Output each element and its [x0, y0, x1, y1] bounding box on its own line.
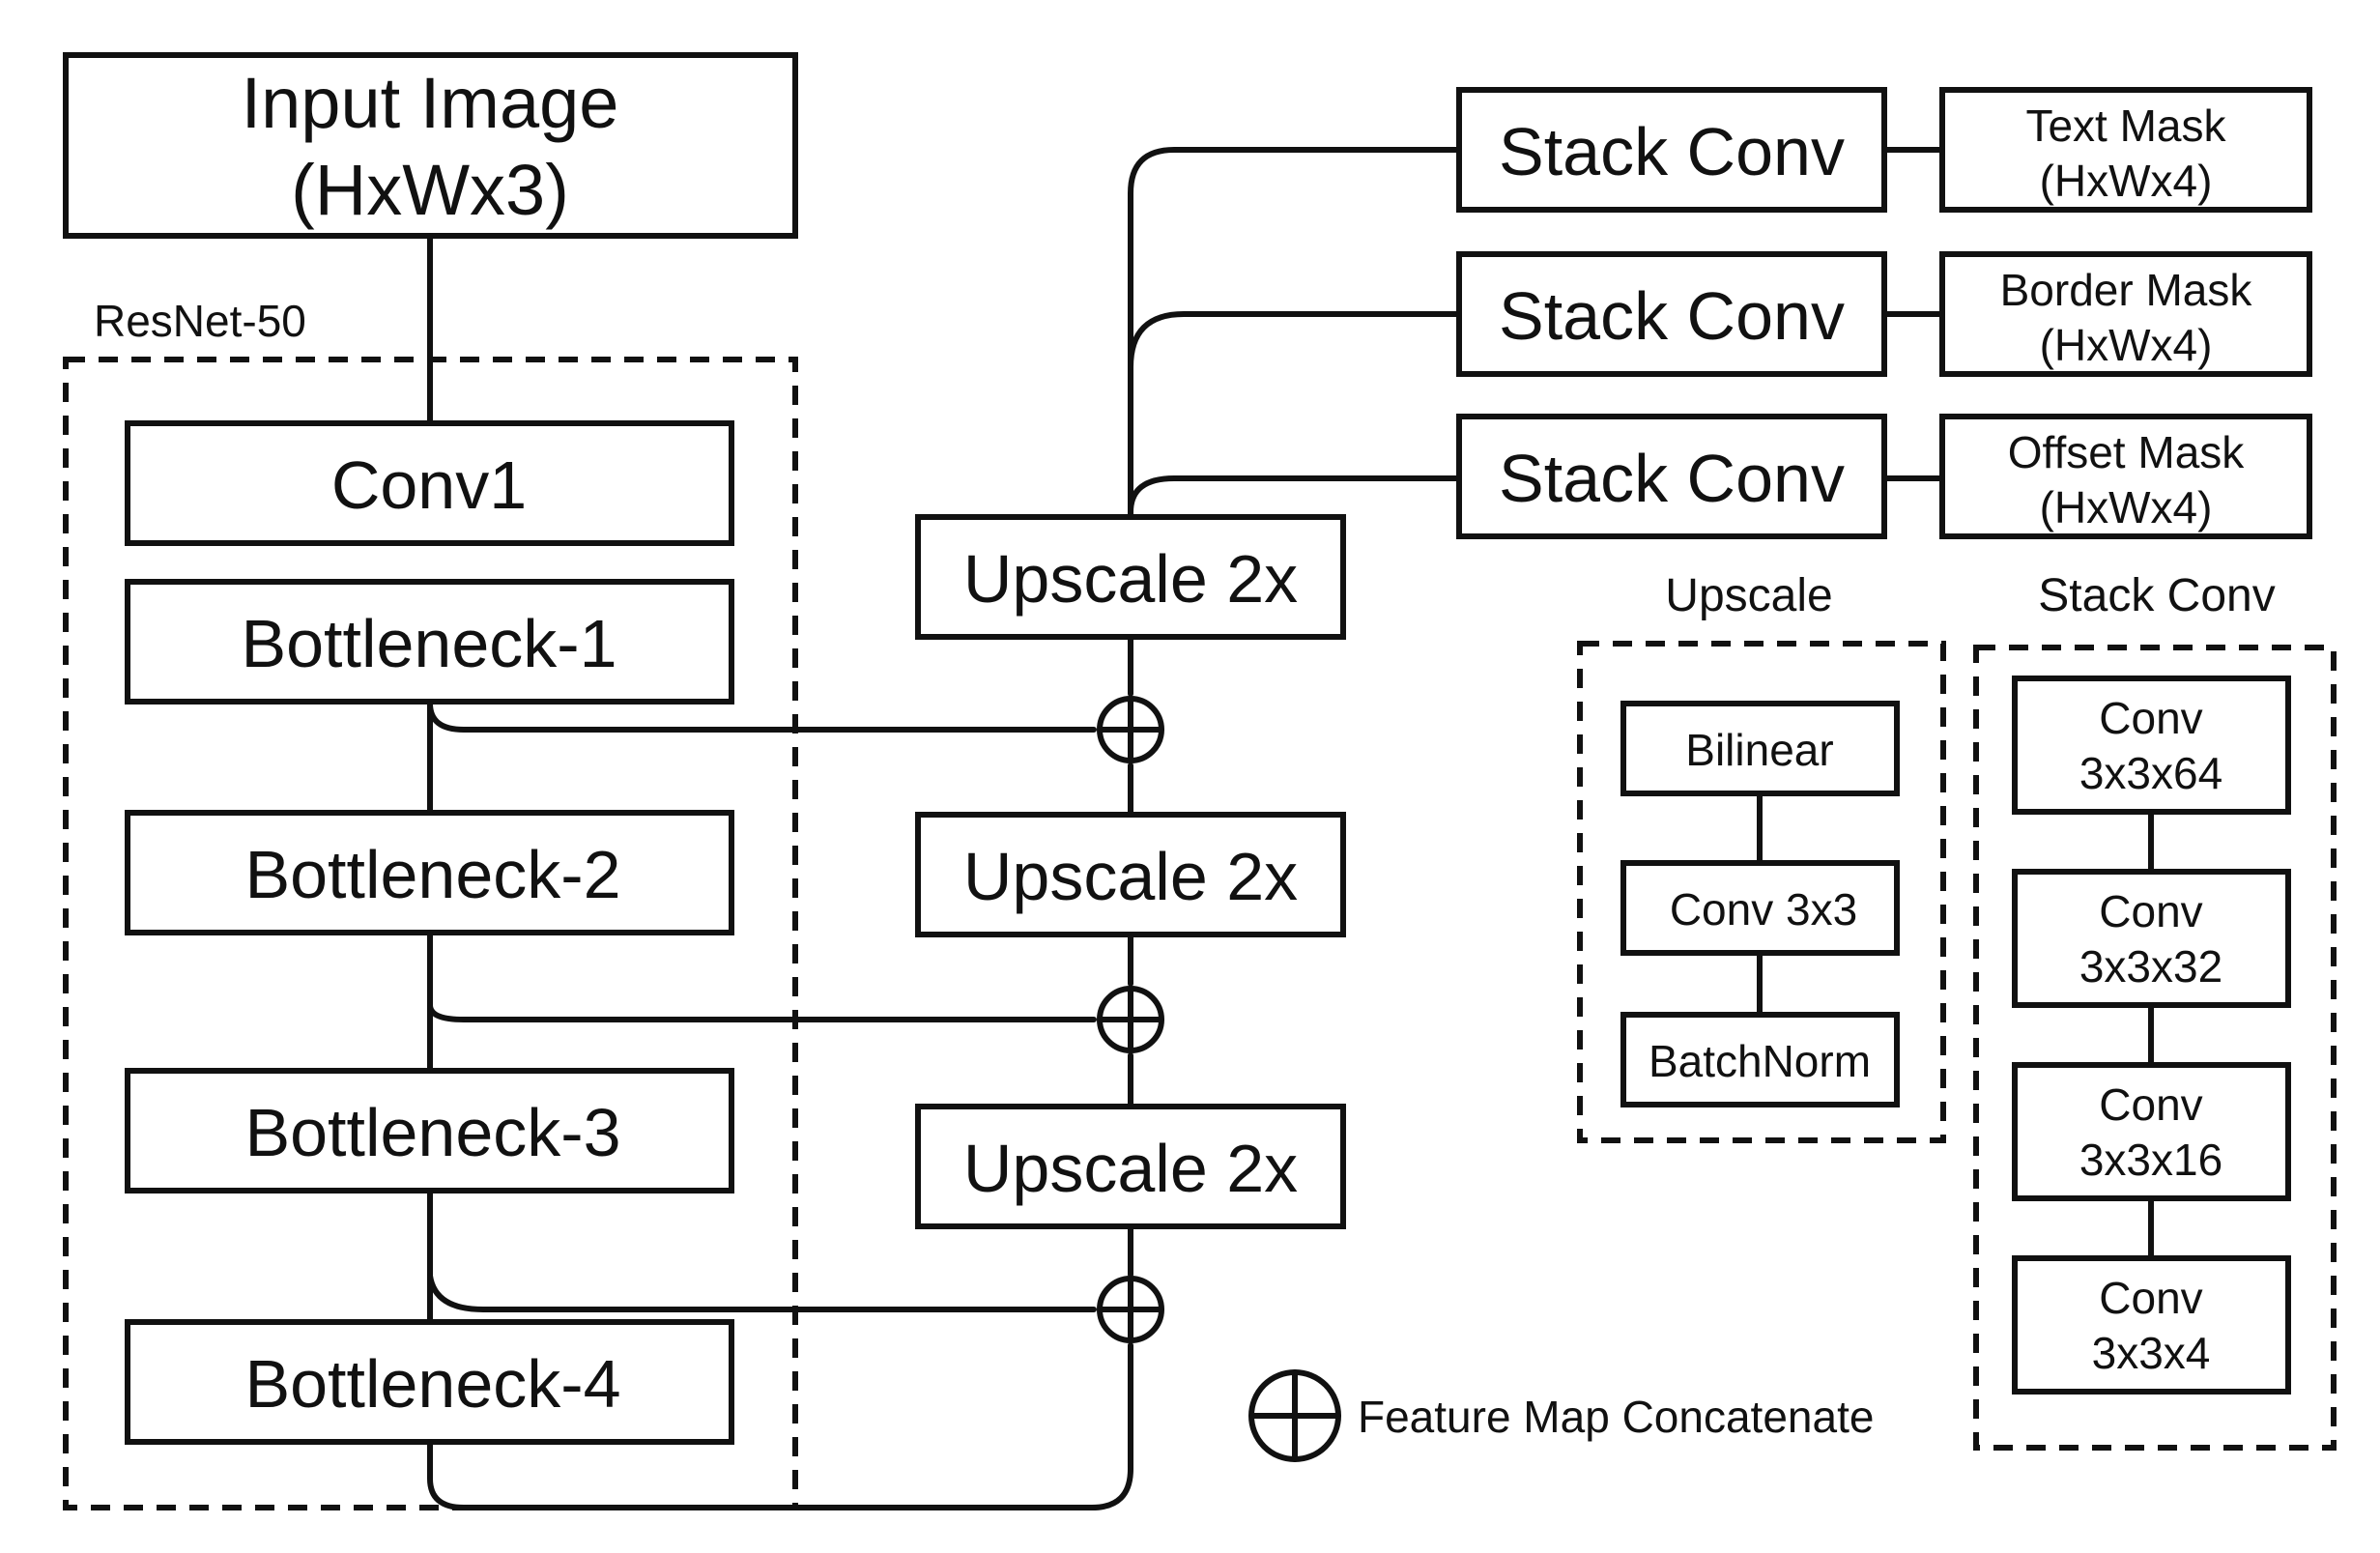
bottleneck-3-block: Bottleneck-3 — [125, 1068, 734, 1194]
stack-conv-layer-1-title: Conv — [2099, 693, 2202, 743]
skip-b3-to-concat-bottom — [427, 1273, 1097, 1312]
stack-conv-layer-4: Conv 3x3x4 — [2012, 1255, 2291, 1395]
bottleneck-2-label: Bottleneck-2 — [244, 837, 620, 912]
skip-b4-to-concat-bottom — [427, 1342, 1133, 1510]
stack-conv-text-label: Stack Conv — [1499, 114, 1845, 189]
stack-conv-offset-block: Stack Conv — [1456, 414, 1887, 539]
concat-node-bottom — [1097, 1276, 1164, 1343]
bilinear-block: Bilinear — [1620, 701, 1900, 796]
upscale-detail-border — [1577, 641, 1946, 1143]
batchnorm-block: BatchNorm — [1620, 1012, 1900, 1107]
input-image-title: Input Image — [242, 63, 619, 143]
arrow-upscale-to-stack-offset — [1128, 475, 1460, 515]
bottleneck-1-block: Bottleneck-1 — [125, 579, 734, 705]
border-mask-title: Border Mask — [2000, 265, 2253, 315]
stack-conv-layer-2-title: Conv — [2099, 886, 2202, 936]
input-image-block: Input Image (HxWx3) — [63, 52, 798, 239]
batchnorm-label: BatchNorm — [1649, 1036, 1871, 1086]
bottleneck-3-label: Bottleneck-3 — [244, 1095, 620, 1170]
upscale-block-bottom: Upscale 2x — [915, 1104, 1346, 1229]
border-mask-shape: (HxWx4) — [2040, 320, 2213, 370]
upscale-block-top: Upscale 2x — [915, 514, 1346, 640]
upscale-top-label: Upscale 2x — [963, 541, 1298, 617]
stack-conv-layer-1-shape: 3x3x64 — [2079, 748, 2222, 798]
stack-conv-layer-1: Conv 3x3x64 — [2012, 676, 2291, 815]
upscale-bottom-label: Upscale 2x — [963, 1131, 1298, 1206]
stack-conv-layer-3: Conv 3x3x16 — [2012, 1062, 2291, 1201]
bilinear-label: Bilinear — [1685, 725, 1833, 775]
bottleneck-4-block: Bottleneck-4 — [125, 1319, 734, 1445]
stack-conv-border-block: Stack Conv — [1456, 251, 1887, 377]
resnet-label: ResNet-50 — [94, 296, 306, 346]
stack-conv-text-block: Stack Conv — [1456, 87, 1887, 213]
stack-conv-layer-3-title: Conv — [2099, 1079, 2202, 1130]
bottleneck-1-label: Bottleneck-1 — [241, 606, 617, 681]
text-mask-shape: (HxWx4) — [2040, 156, 2213, 206]
bottleneck-2-block: Bottleneck-2 — [125, 810, 734, 935]
bottleneck-4-label: Bottleneck-4 — [244, 1346, 620, 1422]
offset-mask-output: Offset Mask (HxWx4) — [1939, 414, 2312, 539]
stack-conv-detail-border — [1973, 645, 2337, 1451]
concat-node-top — [1097, 696, 1164, 763]
stack-conv-layer-4-title: Conv — [2099, 1273, 2202, 1323]
concat-legend-icon — [1248, 1369, 1341, 1462]
upscale-block-middle: Upscale 2x — [915, 812, 1346, 937]
upscale-middle-label: Upscale 2x — [963, 839, 1298, 914]
stack-conv-layer-2: Conv 3x3x32 — [2012, 869, 2291, 1008]
stack-conv-layer-2-shape: 3x3x32 — [2079, 941, 2222, 992]
arrow-upscale-to-stack-border — [1128, 311, 1460, 370]
conv3x3-block: Conv 3x3 — [1620, 860, 1900, 956]
conv1-block: Conv1 — [125, 420, 734, 546]
text-mask-output: Text Mask (HxWx4) — [1939, 87, 2312, 213]
upscale-detail-label: Upscale — [1665, 570, 1832, 621]
stack-conv-layer-4-shape: 3x3x4 — [2092, 1328, 2211, 1378]
skip-b2-to-concat-middle — [427, 1002, 1097, 1022]
concat-node-middle — [1097, 986, 1164, 1053]
offset-mask-title: Offset Mask — [2008, 427, 2246, 477]
arrow-upscale-to-stack-text — [1128, 147, 1460, 520]
skip-b1-to-concat-top — [427, 701, 1097, 733]
conv3x3-label: Conv 3x3 — [1670, 884, 1857, 935]
legend-concat: Feature Map Concatenate — [1248, 1369, 1874, 1462]
concat-legend-label: Feature Map Concatenate — [1358, 1392, 1874, 1442]
text-mask-title: Text Mask — [2025, 101, 2226, 151]
stack-conv-border-label: Stack Conv — [1499, 278, 1845, 354]
stack-conv-detail-label: Stack Conv — [2038, 570, 2275, 621]
input-image-shape: (HxWx3) — [291, 150, 569, 230]
stack-conv-layer-3-shape: 3x3x16 — [2079, 1135, 2222, 1185]
stack-conv-offset-label: Stack Conv — [1499, 441, 1845, 516]
border-mask-output: Border Mask (HxWx4) — [1939, 251, 2312, 377]
conv1-label: Conv1 — [331, 447, 527, 523]
offset-mask-shape: (HxWx4) — [2040, 482, 2213, 532]
